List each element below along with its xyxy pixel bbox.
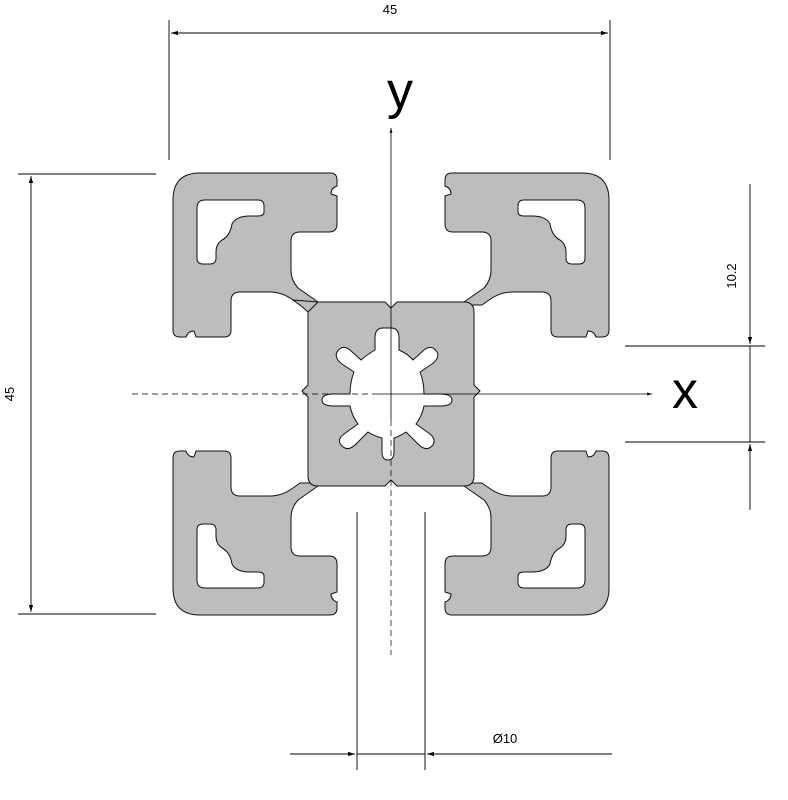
height-dimension: 45 bbox=[2, 173, 156, 615]
x-axis-label: x bbox=[672, 362, 698, 420]
width-dimension-value: 45 bbox=[383, 2, 397, 17]
height-dimension-value: 45 bbox=[2, 387, 17, 401]
bore-dimension-value: Ø10 bbox=[493, 731, 518, 746]
y-axis-label: y bbox=[387, 62, 413, 120]
bore-dimension: Ø10 bbox=[290, 512, 612, 770]
slot-dimension: 10.2 bbox=[625, 184, 765, 510]
slot-dimension-value: 10.2 bbox=[724, 263, 739, 288]
width-dimension: 45 bbox=[168, 2, 611, 160]
web-tl bbox=[292, 299, 319, 313]
